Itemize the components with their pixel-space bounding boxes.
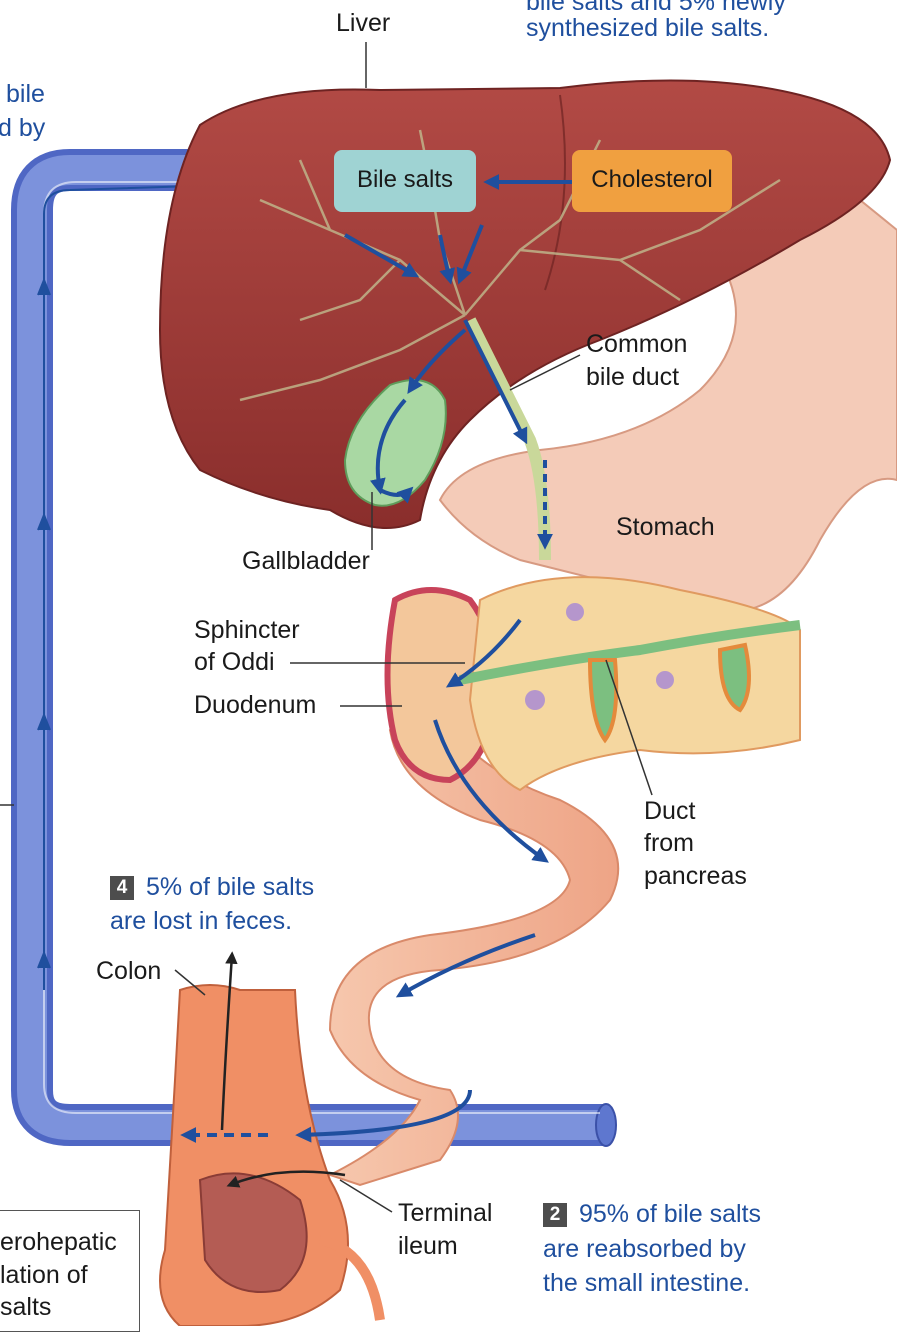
colon-label: Colon <box>96 955 161 988</box>
sphincter-label-2: of Oddi <box>194 646 275 679</box>
top-right-caption-line2: synthesized bile salts. <box>526 12 769 45</box>
duct-pancreas-label-3: pancreas <box>644 860 747 893</box>
duodenum-label: Duodenum <box>194 689 316 722</box>
terminal-ileum-label-1: Terminal <box>398 1197 492 1230</box>
common-bile-duct-label-1: Common <box>586 328 687 361</box>
legend-line2: lation of <box>0 1259 88 1292</box>
sphincter-label-1: Sphincter <box>194 614 300 647</box>
legend-line3: salts <box>0 1291 51 1324</box>
step-2-line2: are reabsorbed by <box>543 1233 746 1266</box>
duct-pancreas-label-1: Duct <box>644 795 695 828</box>
step-2-number: 2 <box>543 1203 567 1227</box>
step-4-line2: are lost in feces. <box>110 905 292 938</box>
cholesterol-label: Cholesterol <box>572 166 732 194</box>
step-2-text: 95% of bile salts <box>579 1200 761 1228</box>
liver-label: Liver <box>336 7 390 40</box>
step-4-text: 5% of bile salts <box>146 873 314 901</box>
gallbladder-label: Gallbladder <box>242 545 370 578</box>
top-left-caption-line2: d by <box>0 112 45 145</box>
step-2-line1: 2 95% of bile salts <box>543 1198 761 1231</box>
duct-pancreas-label-2: from <box>644 827 694 860</box>
step-4-number: 4 <box>110 876 134 900</box>
top-left-caption-line1: bile <box>6 78 45 111</box>
step-2-line3: the small intestine. <box>543 1267 750 1300</box>
legend-line1: erohepatic <box>0 1226 117 1259</box>
step-4-line1: 4 5% of bile salts <box>110 871 314 904</box>
stomach-label: Stomach <box>616 511 715 544</box>
bile-salts-label: Bile salts <box>334 166 476 194</box>
common-bile-duct-label-2: bile duct <box>586 361 679 394</box>
terminal-ileum-label-2: ileum <box>398 1230 458 1263</box>
